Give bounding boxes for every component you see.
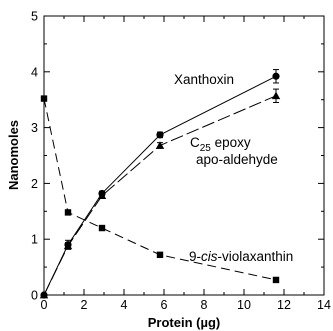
- marker-c25-epoxy-apo-aldehyde: [97, 191, 107, 200]
- x-tick-label: 12: [277, 298, 291, 312]
- marker-9-cis-violaxanthin: [98, 224, 106, 232]
- annotation-viola-italic: cis: [201, 249, 218, 264]
- x-tick-label: 0: [41, 298, 48, 312]
- marker-xanthoxin: [156, 131, 164, 139]
- data-markers: [39, 72, 281, 299]
- marker-c25-epoxy-apo-aldehyde: [271, 91, 281, 100]
- x-tick-label: 14: [317, 298, 331, 312]
- marker-c25-epoxy-apo-aldehyde: [155, 141, 165, 149]
- x-tick-label: 4: [121, 298, 128, 312]
- y-tick-label: 5: [31, 10, 38, 24]
- marker-xanthoxin: [272, 72, 280, 80]
- series-line-c25-epoxy-apo-aldehyde: [43, 95, 277, 296]
- marker-9-cis-violaxanthin: [40, 95, 48, 102]
- y-tick-label: 2: [31, 177, 38, 191]
- x-tick-label: 8: [201, 298, 208, 312]
- y-tick-label: 3: [31, 121, 38, 135]
- x-tick-label: 2: [81, 298, 88, 312]
- annotation-xanthoxin: Xanthoxin: [174, 72, 234, 87]
- annotation-c25-line2: apo-aldehyde: [196, 152, 278, 167]
- y-tick-label: 0: [31, 289, 38, 303]
- marker-c25-epoxy-apo-aldehyde: [63, 241, 73, 250]
- marker-c25-epoxy-apo-aldehyde: [39, 290, 49, 299]
- series-line-9-cis-violaxanthin: [43, 98, 277, 281]
- marker-9-cis-violaxanthin: [156, 251, 164, 259]
- annotation-violaxanthin: 9-cis-violaxanthin: [189, 249, 293, 264]
- annotation-c25-line1: C25 epoxy: [190, 135, 251, 154]
- x-tick-label: 10: [237, 298, 251, 312]
- annotation-viola-prefix: 9-: [189, 249, 201, 264]
- annotation-c25-rest: epoxy: [211, 135, 251, 150]
- y-axis-label: Nanomoles: [6, 120, 21, 190]
- y-tick-label: 1: [31, 233, 38, 247]
- annotation-c25-subscript: 25: [200, 143, 212, 154]
- x-tick-label: 6: [161, 298, 168, 312]
- annotation-viola-rest: -violaxanthin: [218, 249, 294, 264]
- y-tick-label: 4: [31, 65, 38, 79]
- marker-9-cis-violaxanthin: [272, 276, 280, 284]
- annotation-c25-prefix: C: [190, 135, 200, 150]
- marker-9-cis-violaxanthin: [64, 209, 72, 216]
- x-axis-label: Protein (µg): [148, 315, 220, 330]
